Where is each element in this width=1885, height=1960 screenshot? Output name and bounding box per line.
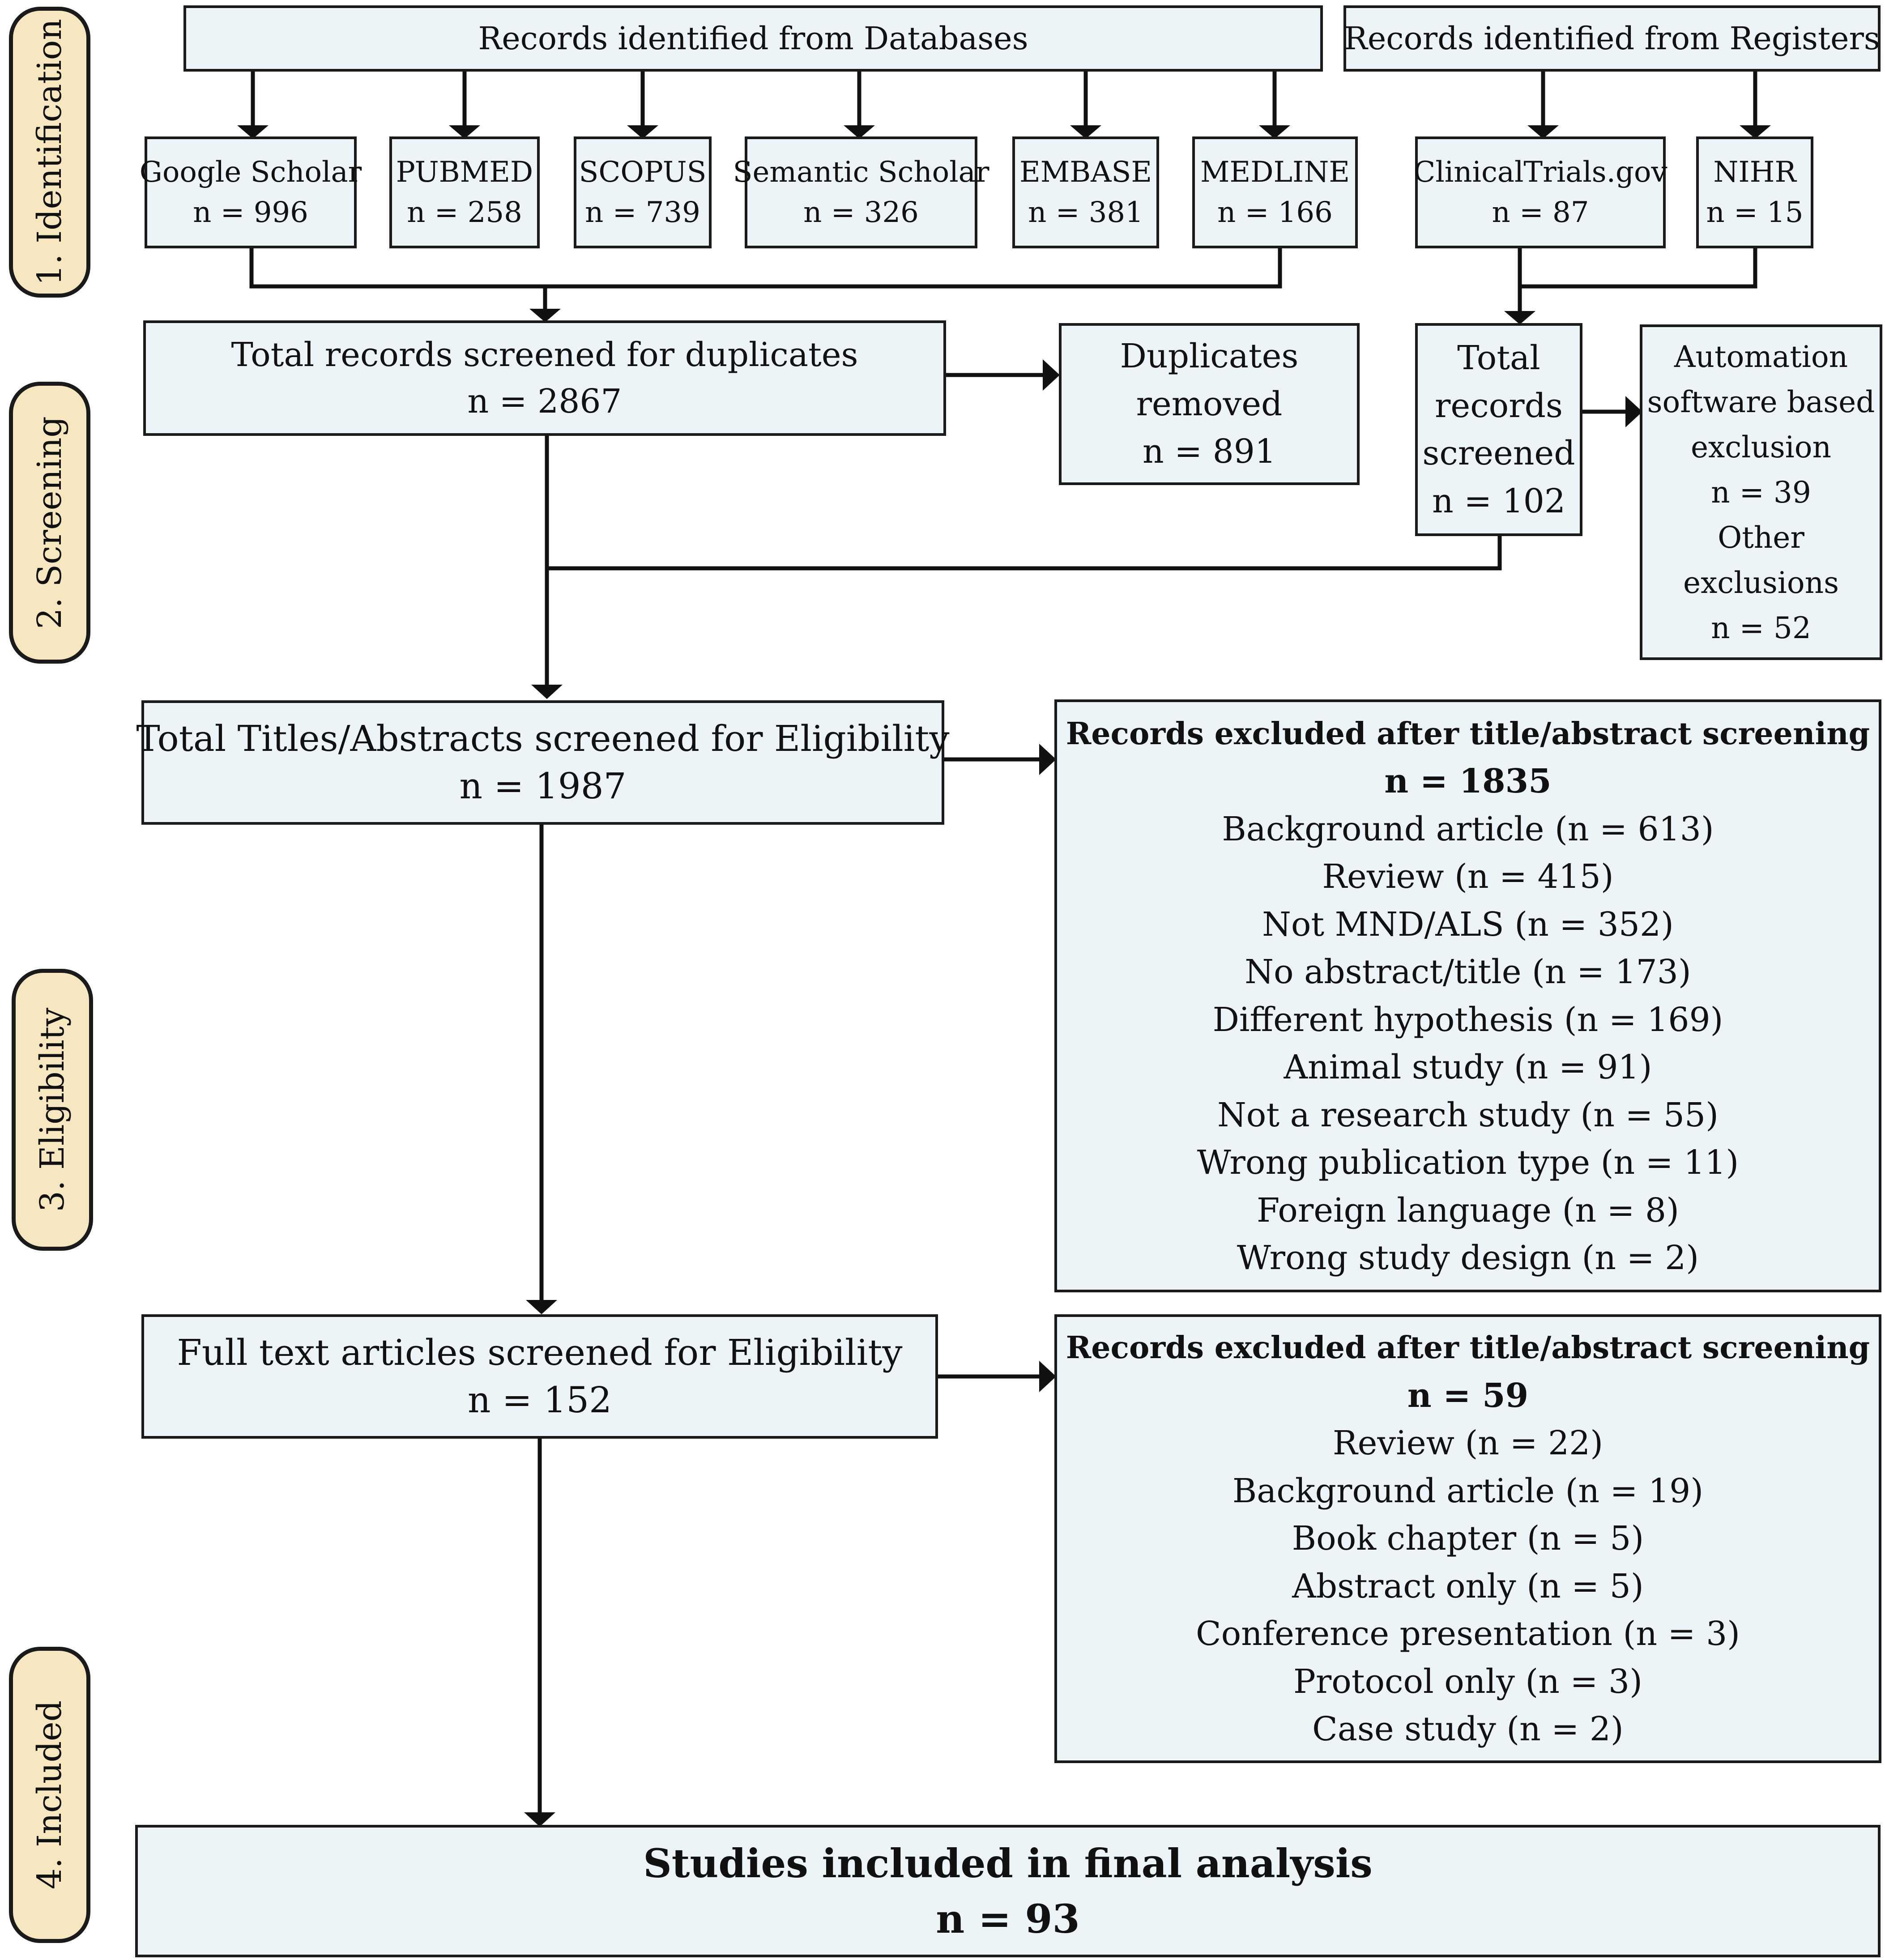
database-count: n = 996 [193,196,308,229]
register-clinicaltrials: ClinicalTrials.gov n = 87 [1413,136,1668,248]
duplicates-removed-count: n = 891 [1143,432,1276,471]
database-google-scholar: Google Scholar n = 996 [140,136,362,248]
stage-label-included: 4. Included [9,1647,90,1943]
automation-line3: exclusion [1690,430,1832,464]
excluded-ta-title: Records excluded after title/abstract sc… [1066,716,1870,752]
excluded-ft-reason: Background article (n = 19) [1232,1471,1704,1510]
databases-header: Records identified from Databases [183,5,1323,72]
excluded-ta-count: n = 1835 [1384,762,1552,801]
register-count: n = 87 [1492,196,1589,229]
duplicates-removed-line2: removed [1136,384,1283,423]
automation-line1: Automation [1674,339,1848,374]
excluded-ft-count: n = 59 [1407,1376,1529,1415]
other-exclusions-line1: Other [1718,520,1804,555]
database-count: n = 166 [1217,196,1333,229]
database-semantic-scholar: Semantic Scholar n = 326 [733,136,989,248]
database-count: n = 739 [585,196,700,229]
excluded-ta-reason: Not a research study (n = 55) [1217,1095,1719,1134]
excluded-ta-reason: Not MND/ALS (n = 352) [1262,905,1674,944]
excluded-ft-reason: Case study (n = 2) [1312,1710,1624,1749]
stage-label-eligibility-text: 3. Eligibility [33,1007,72,1212]
registers-screened-line3: screened [1422,434,1575,473]
excluded-ft-reason: Book chapter (n = 5) [1292,1519,1644,1558]
excluded-ta-reason: Background article (n = 613) [1222,810,1714,848]
stage-label-screening: 2. Screening [9,382,90,664]
duplicates-removed-line1: Duplicates [1120,337,1299,376]
stage-label-eligibility: 3. Eligibility [12,969,93,1251]
duplicates-screen-box: Total records screened for duplicates n … [143,320,946,436]
excluded-ft-reason: Conference presentation (n = 3) [1195,1615,1740,1653]
other-exclusions-count: n = 52 [1711,610,1811,645]
stage-label-identification-text: 1. Identification [30,18,69,286]
duplicates-screen-count: n = 2867 [467,382,622,421]
register-collector-line [1518,248,1757,289]
registers-screened-line1: Total [1457,339,1540,377]
excluded-ta-reason: Wrong study design (n = 2) [1237,1239,1699,1277]
registers-merge-line [547,533,1502,571]
database-collector-line [249,248,1282,289]
full-text-count: n = 152 [467,1379,612,1421]
stage-label-identification: 1. Identification [9,7,90,298]
database-name: Semantic Scholar [733,156,989,189]
other-exclusions-line2: exclusions [1683,565,1839,600]
database-name: EMBASE [1019,156,1152,189]
excluded-full-text-box: Records excluded after title/abstract sc… [1054,1314,1881,1763]
database-count: n = 258 [407,196,522,229]
excluded-ta-reason: Foreign language (n = 8) [1256,1191,1680,1230]
database-pubmed: PUBMED n = 258 [389,136,540,248]
registers-screened-box: Total records screened n = 102 [1415,323,1582,536]
database-name: MEDLINE [1200,156,1350,189]
automation-count: n = 39 [1711,475,1811,510]
excluded-ta-reason: No abstract/title (n = 173) [1245,953,1691,991]
excluded-title-abstract-box: Records excluded after title/abstract sc… [1054,699,1881,1292]
database-name: Google Scholar [139,156,362,189]
excluded-ta-reason: Review (n = 415) [1322,857,1614,896]
registers-screened-line2: records [1435,386,1563,425]
excluded-ta-reason: Animal study (n = 91) [1284,1048,1652,1087]
included-count: n = 93 [936,1896,1080,1942]
included-title: Studies included in final analysis [643,1840,1373,1887]
automation-exclusion-box: Automation software based exclusion n = … [1640,324,1882,660]
title-abstract-count: n = 1987 [459,765,627,807]
full-text-label: Full text articles screened for Eligibil… [177,1332,903,1373]
stage-label-screening-text: 2. Screening [30,416,69,629]
excluded-ta-reason: Different hypothesis (n = 169) [1212,1000,1723,1039]
excluded-ft-reason: Review (n = 22) [1332,1424,1604,1463]
title-abstract-box: Total Titles/Abstracts screened for Elig… [136,700,950,825]
included-box: Studies included in final analysis n = 9… [135,1825,1881,1957]
register-name: ClinicalTrials.gov [1413,156,1668,189]
registers-header: Records identified from Registers [1343,5,1881,72]
database-embase: EMBASE n = 381 [1012,136,1159,248]
excluded-ta-reason: Wrong publication type (n = 11) [1197,1143,1739,1182]
database-name: PUBMED [396,156,533,189]
database-count: n = 381 [1028,196,1143,229]
registers-header-text: Records identified from Registers [1344,20,1880,57]
database-scopus: SCOPUS n = 739 [574,136,712,248]
duplicates-removed-box: Duplicates removed n = 891 [1059,323,1360,485]
excluded-ft-title: Records excluded after title/abstract sc… [1066,1330,1870,1366]
stage-label-included-text: 4. Included [30,1700,69,1890]
database-medline: MEDLINE n = 166 [1192,136,1358,248]
register-name: NIHR [1713,156,1796,189]
duplicates-screen-label: Total records screened for duplicates [231,336,858,374]
database-name: SCOPUS [579,156,707,189]
automation-line2: software based [1647,384,1875,419]
database-count: n = 326 [803,196,919,229]
register-count: n = 15 [1706,196,1804,229]
registers-screened-count: n = 102 [1432,481,1565,520]
databases-header-text: Records identified from Databases [478,20,1028,57]
register-nihr: NIHR n = 15 [1696,136,1813,248]
full-text-box: Full text articles screened for Eligibil… [141,1314,938,1439]
excluded-ft-reason: Protocol only (n = 3) [1293,1662,1642,1701]
title-abstract-label: Total Titles/Abstracts screened for Elig… [136,718,950,759]
excluded-ft-reason: Abstract only (n = 5) [1292,1567,1644,1606]
